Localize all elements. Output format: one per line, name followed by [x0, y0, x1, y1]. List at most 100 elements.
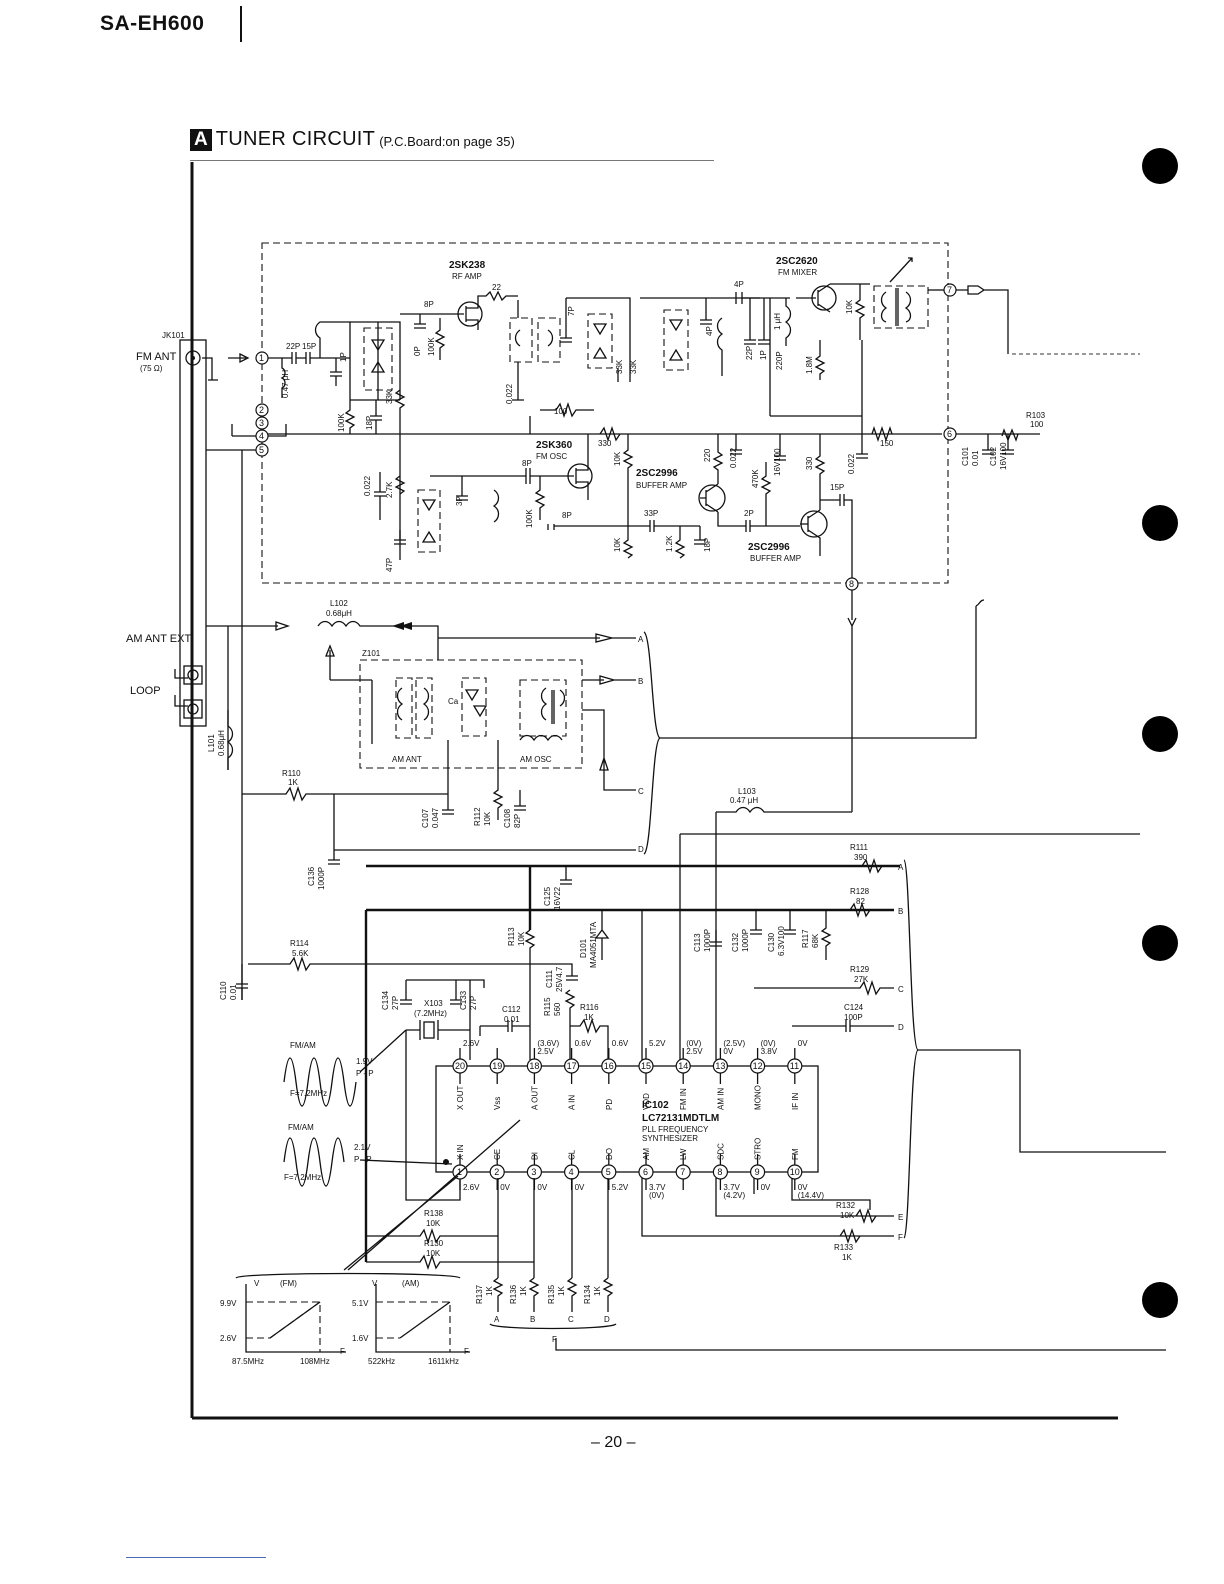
ic-top-pin-name-15: VDD [642, 1093, 651, 1110]
ic-bottom-pin-name-4: CL [568, 1149, 577, 1160]
r132-label: R132 [836, 1201, 856, 1210]
graph-am-axes [375, 1284, 470, 1353]
l102-label: L102 [330, 599, 348, 608]
ic-top-pin-volt-16-0: 0.6V [612, 1039, 629, 1048]
ic-top-pin-20 [452, 1058, 468, 1074]
ic-top-pin-num-17: 17 [567, 1061, 577, 1071]
c130-label: C130 [767, 932, 776, 952]
r113-label: R113 [507, 927, 516, 946]
c134-label: C134 [381, 990, 390, 1010]
r110-label: R110 [282, 769, 301, 778]
ic-bottom-pin-num-3: 3 [531, 1167, 536, 1177]
ic-top-pin-name-16: PD [605, 1099, 614, 1110]
am-ant-ext-label: AM ANT EXT [126, 633, 191, 645]
svg-text:A: A [898, 863, 904, 872]
r-330: 330 [598, 439, 612, 448]
c130-value: 6.3V100 [777, 926, 786, 956]
title-rule [190, 160, 714, 161]
c-1p-b: 1P [759, 350, 768, 360]
title-note: (P.C.Board:on page 35) [379, 134, 515, 149]
x103-value: (7.2MHz) [414, 1009, 447, 1018]
c-220p: 220P [775, 351, 784, 370]
r138-label: R138 [424, 1209, 444, 1218]
ic-top-pin-name-20: X OUT [456, 1085, 465, 1110]
graph-am-xlo: 522kHz [368, 1357, 395, 1366]
c125-label: C125 [543, 886, 552, 906]
r134-label: R134 [583, 1284, 592, 1304]
z101-block [359, 659, 583, 769]
ic-bottom-pin-volt-8-1: (4.2V) [723, 1191, 745, 1200]
q-rf-role: RF AMP [452, 272, 482, 281]
q-buf1-name: 2SC2996 [636, 468, 678, 479]
waveform-1 [283, 1057, 357, 1107]
svg-text:A: A [494, 1315, 500, 1324]
r117-value: 68K [811, 933, 820, 948]
c113-value: 1000P [703, 929, 712, 952]
bottom-rule [126, 1557, 266, 1558]
ic-top-pin-num-18: 18 [529, 1061, 539, 1071]
r112-label: R112 [473, 807, 482, 826]
z101-label: Z101 [362, 649, 381, 658]
r138-value: 10K [426, 1219, 441, 1228]
r110-value: 1K [288, 778, 298, 787]
am-ant-label: AM ANT [392, 755, 422, 764]
r130-label: R130 [424, 1239, 444, 1248]
graph-am-xhi: 1611kHz [428, 1357, 459, 1366]
q-buf2-role: BUFFER AMP [750, 554, 801, 563]
svg-text:C: C [568, 1315, 574, 1324]
r-330-b: 330 [805, 456, 814, 470]
ic-bottom-pin-10 [787, 1164, 803, 1180]
ic-top-pin-volt-13-0: (2.5V) [723, 1039, 745, 1048]
svg-text:2: 2 [259, 405, 264, 415]
ic-bottom-pin-name-3: DI [530, 1152, 539, 1160]
ca-label: Ca [448, 697, 459, 706]
graph-fm-title: (FM) [280, 1279, 297, 1288]
c-8p-b: 8P [562, 511, 572, 520]
ic-top-pin-name-18: A OUT [530, 1086, 539, 1110]
connector-column [179, 339, 207, 727]
c-2p: 2P [744, 509, 754, 518]
r114-label: R114 [290, 939, 309, 948]
waveform-2 [283, 1137, 345, 1187]
ic-top-pin-name-11: IF IN [791, 1092, 800, 1110]
r103-value: 100 [1030, 420, 1044, 429]
r137-label: R137 [475, 1284, 484, 1304]
ic-top-pin-name-14: FM IN [679, 1088, 688, 1110]
ic-bottom-pin-7 [675, 1164, 691, 1180]
model-number: SA-EH600 [100, 12, 205, 35]
ic102-body [435, 1065, 819, 1173]
r-10k-mix: 10K [845, 299, 854, 314]
ic-bottom-pin-volt-4-0: 0V [575, 1183, 585, 1192]
c107-label: C107 [421, 808, 430, 828]
punch-hole-5 [1142, 1282, 1178, 1318]
page-number: – 20 – [591, 1434, 636, 1451]
graph-fm-xlo: 87.5MHz [232, 1357, 264, 1366]
r111-value: 390 [854, 853, 868, 862]
ic-bottom-pin-volt-6-0: 3.7V [649, 1183, 666, 1192]
graph-am-yhi: 5.1V [352, 1299, 369, 1308]
q-buf2-name: 2SC2996 [748, 542, 790, 553]
r-100k-top: 100K [427, 337, 436, 356]
wave2-freq: F=7.2MHz [284, 1173, 321, 1182]
c-0-022-b: 0.022 [729, 447, 738, 468]
c111-label: C111 [545, 970, 554, 988]
ic-bottom-pin-name-6: AM [642, 1148, 651, 1160]
svg-text:7: 7 [947, 285, 952, 295]
c-4p-b: 4P [734, 280, 744, 289]
r135-label: R135 [547, 1284, 556, 1304]
l-047: 0.47 μH [281, 370, 290, 398]
ic-top-pin-volt-12-1: 3.8V [761, 1047, 778, 1056]
r132-value: 10K [840, 1211, 855, 1220]
ic-bottom-pin-volt-6-1: (0V) [649, 1191, 664, 1200]
r128-label: R128 [850, 887, 870, 896]
ic-top-pin-volt-18-0: (3.6V) [537, 1039, 559, 1048]
c133-label: C133 [459, 990, 468, 1010]
ic-top-pin-19 [489, 1058, 505, 1074]
r133-label: R133 [834, 1243, 854, 1252]
svg-text:D: D [604, 1315, 610, 1324]
c-47p: 47P [385, 558, 394, 572]
svg-text:5: 5 [259, 445, 264, 455]
r113-value: 10K [517, 931, 526, 946]
ic-bottom-pin-volt-10-0: 0V [798, 1183, 808, 1192]
c102-label: C102 [989, 446, 998, 466]
